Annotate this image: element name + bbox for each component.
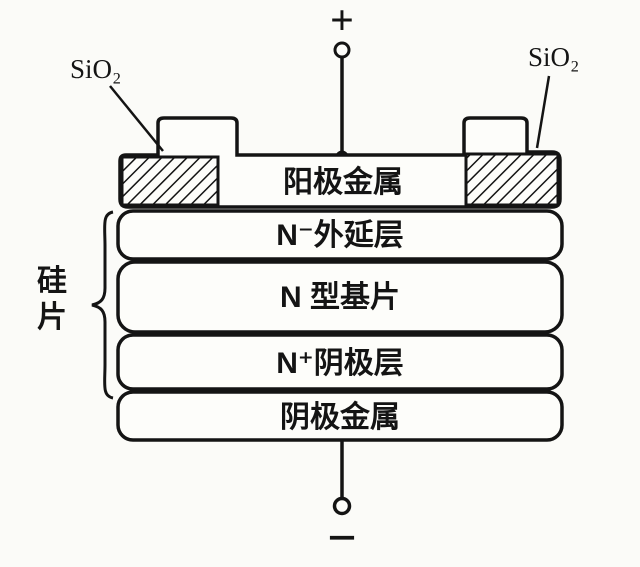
negative-terminal-label: −: [327, 510, 357, 567]
positive-terminal-label: +: [330, 0, 354, 44]
silicon-wafer-label-char1: 硅: [37, 265, 67, 298]
sio2-pointer-left: [109, 85, 164, 152]
sio2-region-right: [464, 152, 560, 207]
silicon-wafer-label-char2: 片: [37, 301, 67, 334]
positive-terminal-node: [333, 41, 351, 59]
cathode-metal-layer: [116, 390, 564, 442]
sio2-label-left: SiO₂: [70, 54, 121, 84]
sio2-pointer-right: [535, 75, 551, 149]
n-plus-cathode-label: N⁺阴极层: [276, 347, 404, 380]
negative-terminal-node: [332, 496, 352, 516]
sio2-region-left: [120, 155, 220, 207]
silicon-wafer-brace: [91, 210, 114, 400]
n-minus-epitaxial-layer: [116, 209, 564, 261]
n-substrate-layer: [116, 260, 564, 334]
n-minus-epitaxial-label: N⁻外延层: [276, 219, 404, 252]
anode-metal-label: 阳极金属: [283, 165, 403, 199]
cathode-metal-label: 阴极金属: [280, 400, 400, 434]
n-plus-cathode-layer: [116, 333, 564, 391]
n-substrate-label: N 型基片: [280, 281, 400, 314]
sio2-label-right: SiO₂: [528, 42, 579, 72]
